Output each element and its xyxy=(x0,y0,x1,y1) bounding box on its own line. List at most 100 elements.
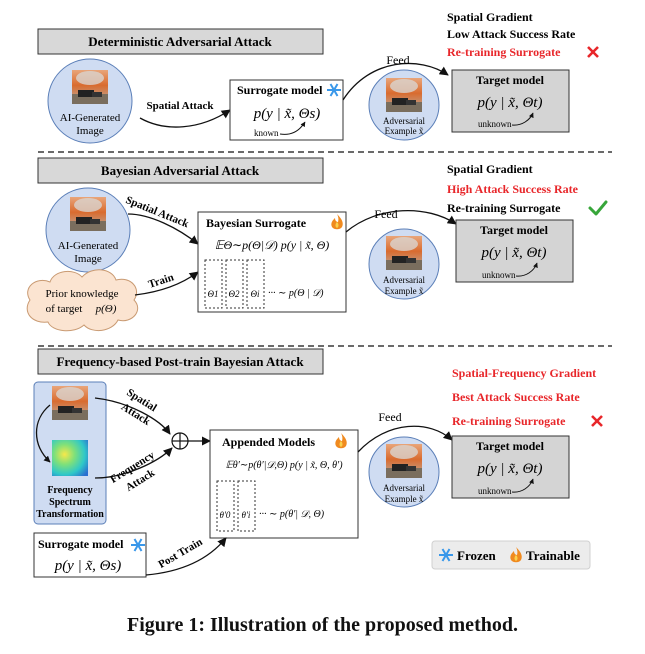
feed-label: Feed xyxy=(374,207,397,221)
feed-arrow xyxy=(342,62,449,101)
fst-label-3: Transformation xyxy=(36,509,104,520)
bayesian-section: Bayesian Adversarial Attack AI-Generated… xyxy=(26,157,608,332)
surrogate-model-formula: p(y | x̃, Θs) xyxy=(54,558,122,574)
spatial-attack-label: Spatial Attack xyxy=(147,100,215,112)
property-gradient: Spatial Gradient xyxy=(447,10,533,24)
surrogate-model-formula: p(y | x̃, Θs) xyxy=(253,106,321,122)
theta-prime-sample-box xyxy=(237,480,256,532)
legend-trainable-label: Trainable xyxy=(526,548,580,563)
input-image-thumbnail xyxy=(52,386,88,420)
train-label: Train xyxy=(147,271,176,290)
adversarial-example-thumbnail xyxy=(386,78,422,112)
input-image-label-2: Image xyxy=(74,253,102,265)
bayesian-banner xyxy=(37,157,324,184)
target-model-box xyxy=(451,69,570,133)
property-success-rate: High Attack Success Rate xyxy=(447,182,579,196)
input-image-thumbnail xyxy=(72,70,108,104)
adversarial-example-label-2: Example x̃ xyxy=(385,494,424,504)
unknown-arrow xyxy=(511,112,534,126)
unknown-label: unknown xyxy=(478,486,512,496)
adversarial-example-label-1: Adversarial xyxy=(383,275,425,285)
unknown-label: unknown xyxy=(482,270,516,280)
bayesian-expectation-formula: 𝔼Θ∼p(Θ|𝒟) p(y | x̃, Θ) xyxy=(215,238,330,252)
adversarial-example-thumbnail xyxy=(386,444,422,478)
target-model-formula: p(y | x̃, Θt) xyxy=(481,245,547,261)
bayesian-banner-text: Bayesian Adversarial Attack xyxy=(101,163,260,178)
appended-models-box xyxy=(209,429,359,539)
known-arrow xyxy=(279,121,306,135)
target-model-title: Target model xyxy=(480,223,549,237)
fst-label-1: Frequency xyxy=(47,485,92,496)
deterministic-banner xyxy=(37,28,324,55)
property-gradient: Spatial Gradient xyxy=(447,162,533,176)
input-image-label-1: AI-Generated xyxy=(60,112,121,124)
input-image-label-2: Image xyxy=(76,125,104,137)
surrogate-model-box xyxy=(33,532,147,578)
unknown-label: unknown xyxy=(478,119,512,129)
feed-arrow xyxy=(345,210,457,233)
legend-frozen-label: Frozen xyxy=(457,548,497,563)
appended-expectation-formula: 𝔼θ′∼p(θ′|𝒟,Θ) p(y | x̃, Θ, θ′) xyxy=(225,460,343,471)
spatial-attack-arrow xyxy=(127,213,199,245)
spatial-attack-arrow xyxy=(94,397,171,435)
appended-models-title: Appended Models xyxy=(222,435,315,449)
theta-prime-sample-label: θ′i xyxy=(242,510,251,520)
surrogate-model-title: Surrogate model xyxy=(38,537,124,551)
feed-label: Feed xyxy=(386,53,409,67)
cross-icon xyxy=(587,46,599,58)
theta-sample-distribution: ··· ∼ p(Θ | 𝒟) xyxy=(268,288,324,299)
theta-sample-label: Θ2 xyxy=(229,289,240,299)
target-model-formula: p(y | x̃, Θt) xyxy=(477,461,543,477)
prior-knowledge-label-1: Prior knowledge xyxy=(45,288,118,300)
deterministic-section: Deterministic Adversarial Attack AI-Gene… xyxy=(37,10,599,144)
input-image-thumbnail xyxy=(70,197,106,231)
theta-sample-box xyxy=(246,259,265,309)
prior-knowledge-label-2: of target xyxy=(46,303,83,315)
feed-arrow xyxy=(357,425,453,453)
unknown-arrow xyxy=(515,262,538,277)
bayesian-surrogate-title: Bayesian Surrogate xyxy=(206,216,307,230)
theta-sample-label: Θi xyxy=(251,289,260,299)
frequency-banner-text: Frequency-based Post-train Bayesian Atta… xyxy=(56,354,304,369)
figure-caption: Figure 1: Illustration of the proposed m… xyxy=(127,614,518,636)
adversarial-example-label-2: Example x̃ xyxy=(385,286,424,296)
prior-knowledge-label-3: p(Θ) xyxy=(95,303,117,315)
input-image-label-1: AI-Generated xyxy=(58,240,119,252)
bayesian-surrogate-box xyxy=(197,211,347,313)
check-icon xyxy=(588,200,608,216)
sum-icon xyxy=(171,432,189,450)
property-success-rate: Best Attack Success Rate xyxy=(452,390,580,404)
feed-label: Feed xyxy=(378,410,401,424)
theta-sample-box xyxy=(225,259,244,309)
spatial-attack-label: Spatial Attack xyxy=(124,194,191,231)
property-retraining: Re-training Surrogate xyxy=(452,414,566,428)
adversarial-example-label-2: Example x̃ xyxy=(385,126,424,136)
frequency-attack-arrow xyxy=(94,447,173,479)
deterministic-banner-text: Deterministic Adversarial Attack xyxy=(88,34,272,49)
adversarial-example-label-1: Adversarial xyxy=(383,483,425,493)
surrogate-model-box xyxy=(229,79,344,141)
target-model-box xyxy=(455,219,574,283)
theta-prime-sample-label: θ′0 xyxy=(220,510,231,520)
theta-prime-sample-box xyxy=(216,480,235,532)
property-success-rate: Low Attack Success Rate xyxy=(447,27,576,41)
target-model-title: Target model xyxy=(476,439,545,453)
target-model-box xyxy=(451,435,570,499)
frequency-spectrum-image xyxy=(52,440,88,476)
target-model-formula: p(y | x̃, Θt) xyxy=(477,95,543,111)
theta-prime-sample-distribution: ··· ∼ p(θ′| 𝒟, Θ) xyxy=(259,509,325,520)
adversarial-example-thumbnail xyxy=(386,236,422,270)
fst-label-2: Spectrum xyxy=(49,497,91,508)
spatial-attack-arrow xyxy=(139,109,231,128)
property-retraining: Re-training Surrogate xyxy=(447,45,561,59)
surrogate-model-title: Surrogate model xyxy=(237,83,323,97)
prior-knowledge-cloud xyxy=(26,269,139,332)
unknown-arrow xyxy=(511,478,534,493)
target-model-title: Target model xyxy=(476,73,545,87)
transform-loop-arrow xyxy=(36,404,51,463)
theta-sample-label: Θ1 xyxy=(208,289,219,299)
frequency-section: Frequency-based Post-train Bayesian Atta… xyxy=(33,348,603,578)
known-label: known xyxy=(254,128,279,138)
property-gradient: Spatial-Frequency Gradient xyxy=(452,366,596,380)
